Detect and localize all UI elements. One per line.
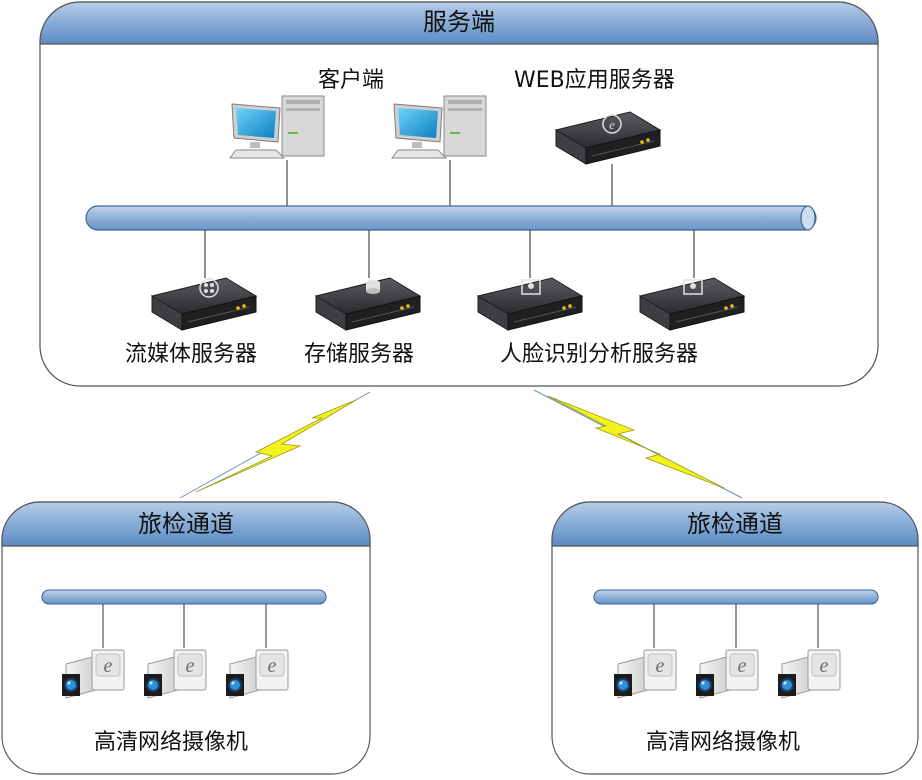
svg-text:e: e (609, 117, 615, 132)
channel-panel-left (1, 501, 371, 775)
web-server-label: WEB应用服务器 (514, 68, 675, 93)
web-server-icon: e (555, 111, 661, 165)
lightning-link-right (533, 389, 743, 499)
camera-label-right: 高清网络摄像机 (646, 730, 801, 755)
storage-server-icon (315, 277, 421, 331)
face-server-icon-1 (477, 277, 583, 331)
server-panel (39, 1, 879, 387)
channel-panel-right (551, 501, 919, 775)
channel-title-right: 旅检通道 (687, 510, 783, 538)
streaming-server-icon (151, 277, 257, 331)
server-network-bus (85, 205, 817, 231)
streaming-server-label: 流媒体服务器 (125, 342, 258, 367)
lightning-link-left (179, 391, 371, 499)
face-server-label: 人脸识别分析服务器 (500, 342, 699, 367)
client-label: 客户端 (318, 68, 385, 93)
face-server-icon-2 (639, 277, 745, 331)
upper-drop-lines (286, 160, 613, 208)
channel-title-left: 旅检通道 (138, 510, 234, 538)
camera-label-left: 高清网络摄像机 (94, 730, 249, 755)
storage-server-label: 存储服务器 (304, 342, 415, 367)
server-panel-title: 服务端 (423, 8, 495, 36)
lower-drop-lines (204, 230, 695, 278)
